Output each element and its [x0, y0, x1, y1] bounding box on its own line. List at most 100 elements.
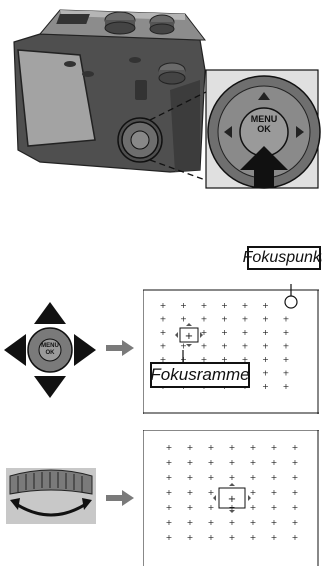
focus-point: +: [242, 301, 249, 310]
focus-point: +: [242, 315, 249, 324]
focus-point: +: [250, 488, 257, 497]
focus-point: +: [166, 458, 173, 467]
focus-point: +: [180, 342, 187, 351]
focus-point: +: [250, 443, 257, 452]
focus-point: +: [229, 443, 236, 452]
focus-point: +: [262, 342, 269, 351]
focus-point: +: [250, 533, 257, 542]
focus-point: +: [201, 328, 208, 337]
focus-point: +: [160, 301, 167, 310]
focus-point: +: [160, 328, 167, 337]
focus-point: +: [208, 503, 215, 512]
focus-point-label: Fokuspunkt: [243, 246, 322, 270]
right-arrow-icon: [106, 490, 134, 506]
focus-point: +: [166, 443, 173, 452]
selector-zoom-inset: [205, 69, 321, 189]
four-way-selector: [4, 302, 96, 398]
focus-point-grid: + + + + + + + + + + + + + + + + + + + + + + + + + + + + + + + + + + + + + + + +…: [166, 443, 299, 542]
focus-point: +: [160, 315, 167, 324]
focus-point: +: [208, 533, 215, 542]
focus-point: +: [166, 503, 173, 512]
focus-point: +: [208, 488, 215, 497]
focus-point: +: [229, 458, 236, 467]
focus-point: +: [187, 518, 194, 527]
focus-point: +: [283, 369, 290, 378]
focus-point: +: [242, 342, 249, 351]
focus-grid-panel-2: + + + + + + + + + + + + + + + + + + + + + + + + + + + + + + + + + + + + + + + +…: [143, 430, 319, 566]
focus-point: +: [201, 355, 208, 364]
command-dial-icon: [6, 468, 96, 524]
focus-point: +: [271, 458, 278, 467]
focus-point: +: [187, 533, 194, 542]
focus-point: +: [262, 301, 269, 310]
focus-point: +: [160, 355, 167, 364]
focus-point: +: [221, 315, 228, 324]
focus-point: +: [180, 315, 187, 324]
focus-point: +: [166, 533, 173, 542]
focus-point: +: [250, 503, 257, 512]
focus-point: +: [180, 301, 187, 310]
focus-point: +: [283, 382, 290, 391]
focus-point: +: [292, 443, 299, 452]
focus-point: +: [292, 503, 299, 512]
focus-point: +: [242, 328, 249, 337]
focus-grid-panel: ++++++++++++++++++++++++++++++++++++++++…: [143, 284, 319, 414]
focus-point: +: [208, 458, 215, 467]
focus-point: +: [283, 315, 290, 324]
focus-point: +: [221, 342, 228, 351]
focus-frame-label: Fokusramme: [150, 362, 250, 388]
focus-point: +: [221, 301, 228, 310]
focus-point: +: [208, 518, 215, 527]
right-arrow-icon: [106, 340, 134, 356]
focus-point: +: [271, 518, 278, 527]
focus-point: +: [262, 382, 269, 391]
focus-point: +: [242, 355, 249, 364]
ok-label: OK: [45, 350, 55, 356]
menu-label: MENU: [250, 114, 278, 124]
focus-point: +: [187, 488, 194, 497]
focus-point: +: [166, 488, 173, 497]
ok-label: OK: [257, 124, 271, 134]
focus-point: +: [283, 328, 290, 337]
camera-illustration: [13, 9, 321, 189]
focus-point: +: [292, 518, 299, 527]
focus-point: +: [229, 518, 236, 527]
focus-point: +: [271, 533, 278, 542]
focus-point: +: [271, 473, 278, 482]
focus-point: +: [208, 473, 215, 482]
focus-point: +: [166, 518, 173, 527]
focus-point: +: [160, 342, 167, 351]
press-arrow-icon: [240, 146, 288, 188]
focus-point: +: [262, 369, 269, 378]
focus-point: +: [250, 458, 257, 467]
svg-text:+: +: [228, 494, 236, 505]
focus-point: +: [271, 503, 278, 512]
focus-point: +: [292, 533, 299, 542]
menu-ok-button-label: MENU OK: [248, 114, 280, 134]
focus-point: +: [229, 473, 236, 482]
svg-text:+: +: [185, 331, 193, 342]
focus-point: +: [283, 355, 290, 364]
camera-icon: [13, 9, 207, 173]
focus-point-circle: [284, 295, 298, 309]
menu-label: MENU: [41, 343, 59, 349]
focus-point: +: [187, 473, 194, 482]
focus-point: +: [166, 473, 173, 482]
command-dial-illustration: [6, 468, 96, 524]
focus-point: +: [292, 458, 299, 467]
focus-point: +: [201, 342, 208, 351]
focus-point: +: [262, 315, 269, 324]
focus-frame-large: +: [213, 483, 251, 513]
focus-point: +: [201, 301, 208, 310]
focus-point: +: [250, 473, 257, 482]
focus-point: +: [201, 315, 208, 324]
focus-point: +: [292, 488, 299, 497]
focus-point: +: [221, 355, 228, 364]
focus-frame: +: [175, 323, 203, 347]
focus-point: +: [221, 328, 228, 337]
focus-point: +: [262, 355, 269, 364]
focus-point: +: [283, 342, 290, 351]
focus-point: +: [208, 443, 215, 452]
focus-point: +: [250, 518, 257, 527]
focus-point: +: [187, 503, 194, 512]
